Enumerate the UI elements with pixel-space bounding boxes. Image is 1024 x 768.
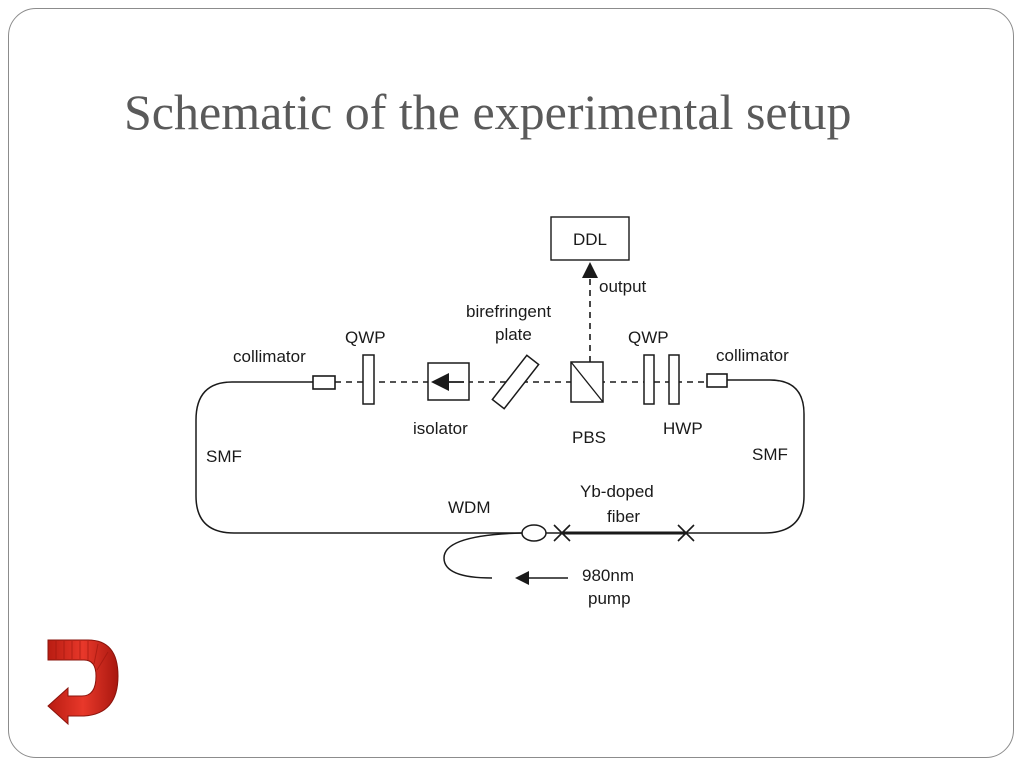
birefringent-plate [491, 354, 540, 410]
smf-left-label: SMF [206, 447, 242, 466]
fiber-loop [195, 379, 805, 534]
ddl-box [550, 216, 630, 261]
pbs-diagonal [570, 361, 604, 403]
pump-fiber [443, 532, 523, 579]
right-collimator-label: collimator [716, 346, 789, 365]
birefringent-plate-label-line2: plate [495, 325, 532, 344]
ddl-label: DDL [573, 230, 607, 249]
hwp [668, 354, 680, 405]
pump-label-line2: pump [588, 589, 631, 608]
wdm-label: WDM [448, 498, 490, 517]
yb-fiber-label-line1: Yb-doped [580, 482, 654, 501]
pbs-label: PBS [572, 428, 606, 447]
output-label: output [599, 277, 647, 296]
left-qwp-label: QWP [345, 328, 386, 347]
pump-label-line1: 980nm [582, 566, 634, 585]
yb-fiber-label-line2: fiber [607, 507, 640, 526]
birefringent-plate-label-line1: birefringent [466, 302, 551, 321]
splice-right [677, 524, 695, 542]
left-collimator-label: collimator [233, 347, 306, 366]
right-qwp [643, 354, 655, 405]
right-qwp-label: QWP [628, 328, 669, 347]
isolator-label: isolator [413, 419, 468, 438]
right-collimator [706, 373, 728, 388]
wdm-coupler [521, 524, 547, 542]
slide-title: Schematic of the experimental setup [124, 84, 852, 140]
left-collimator [312, 375, 336, 390]
hwp-label: HWP [663, 419, 703, 438]
left-qwp [362, 354, 375, 405]
smf-right-label: SMF [752, 445, 788, 464]
splice-left [553, 524, 571, 542]
curved-arrow-icon[interactable] [44, 636, 124, 726]
